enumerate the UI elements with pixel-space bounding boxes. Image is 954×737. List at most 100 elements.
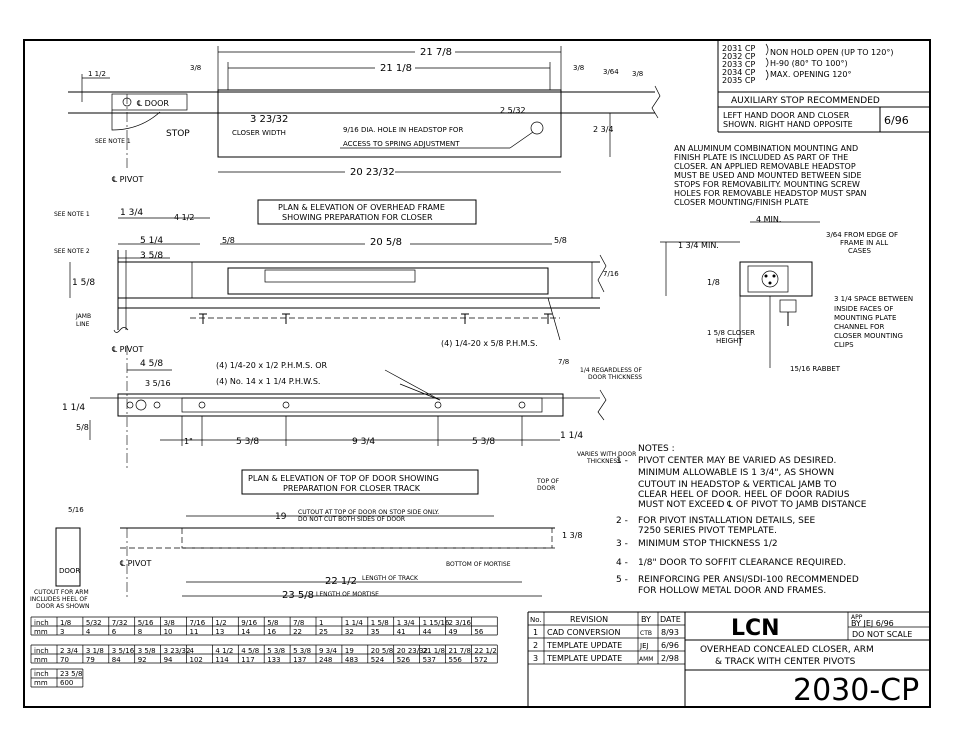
dim-5-16: 5/16 <box>68 506 84 514</box>
conv-cell-0-3: 5/16 <box>138 619 154 627</box>
note-5-line-2: FOR HOLLOW METAL DOOR AND FRAMES. <box>638 586 826 596</box>
conv-cell-2-13: 20 23/32 <box>397 647 428 655</box>
conv-cell-3-2: 84 <box>112 656 121 664</box>
cutout-note-1: CUTOUT AT TOP OF DOOR ON STOP SIDE ONLY. <box>298 509 439 516</box>
dim-1-inch: 1" <box>184 437 193 446</box>
door-view: ℄ PIVOT (4) 1/4-20 x 1/2 P.H.M.S. OR (4)… <box>62 345 642 470</box>
pivot-label-track: ℄ PIVOT <box>120 559 151 568</box>
notes-title: NOTES : <box>638 444 675 454</box>
track-view: PLAN & ELEVATION OF TOP OF DOOR SHOWING … <box>30 469 583 610</box>
finish-plate-note: AN ALUMINUM COMBINATION MOUNTING AND FIN… <box>674 144 867 207</box>
space-note-6: CLIPS <box>834 341 854 349</box>
dim-1-1-4-b: 1 1/4 <box>560 431 583 441</box>
note-2-num: 2 - <box>616 516 628 526</box>
conv-cell-1-15: 49 <box>449 628 458 636</box>
conv-cell-1-6: 13 <box>215 628 224 636</box>
note-5-num: 5 - <box>616 575 628 585</box>
closer-height-2: HEIGHT <box>716 337 743 345</box>
conv-cell-2-6: 4 1/2 <box>215 647 233 655</box>
rev-3-no: 3 <box>533 654 538 663</box>
cutout-arm-3: DOOR AS SHOWN <box>36 603 89 610</box>
conv-cell-1-12: 35 <box>371 628 380 636</box>
model-note-2: H-90 (80° TO 100°) <box>770 59 848 68</box>
see-note-2-frame: SEE NOTE 2 <box>54 248 90 255</box>
conv-cell-3-15: 556 <box>449 656 463 664</box>
rev-header-no: No. <box>530 616 542 624</box>
conv-cell-2-1: 3 1/8 <box>86 647 104 655</box>
note-2-line-1: FOR PIVOT INSTALLATION DETAILS, SEE <box>638 516 816 526</box>
note-1-line-1: PIVOT CENTER MAY BE VARIED AS DESIRED. <box>638 456 836 466</box>
conv-cell-2-0: 2 3/4 <box>60 647 78 655</box>
conv-label-1: mm <box>34 628 48 636</box>
dim-2-3-4: 2 3/4 <box>593 125 614 134</box>
rabbet-label: 15/16 RABBET <box>790 365 841 373</box>
dim-right-3-8: 3/8 <box>573 64 584 72</box>
conv-cell-1-2: 6 <box>112 628 117 636</box>
conv-cell-1-7: 14 <box>241 628 250 636</box>
rev-header-revision: REVISION <box>570 615 608 624</box>
title-block: LCN APP BY JEJ 6/96 DO NOT SCALE OVERHEA… <box>685 612 930 708</box>
space-note-5: CLOSER MOUNTING <box>834 332 903 340</box>
conv-cell-0-12: 1 5/8 <box>371 619 389 627</box>
track-title-1: PLAN & ELEVATION OF TOP OF DOOR SHOWING <box>248 474 439 483</box>
aux-stop-note: AUXILIARY STOP RECOMMENDED <box>731 96 880 106</box>
conv-cell-1-10: 25 <box>319 628 328 636</box>
dim-4-min: 4 MIN. <box>756 215 781 224</box>
conv-cell-3-7: 117 <box>241 656 254 664</box>
screw-note-1: (4) 1/4-20 x 1/2 P.H.M.S. OR <box>216 361 328 370</box>
door-cl-label: ℄ DOOR <box>137 99 169 108</box>
conv-cell-2-5: 4 <box>190 647 195 655</box>
finish-note-4: MUST BE USED AND MOUNTED BETWEEN SIDE <box>674 171 862 180</box>
dim-4-1-2: 4 1/2 <box>174 213 195 222</box>
rev-3-rev: TEMPLATE UPDATE <box>546 654 622 663</box>
length-track-label: LENGTH OF TRACK <box>362 575 419 582</box>
conv-cell-0-5: 7/16 <box>190 619 206 627</box>
model-2035: 2035 CP <box>722 76 755 85</box>
see-note-1-frame: SEE NOTE 1 <box>54 211 90 218</box>
door-label-track: DOOR <box>59 567 80 575</box>
model-2031: 2031 CP <box>722 44 755 53</box>
dim-1-3-8: 1 3/8 <box>562 531 583 540</box>
app-label: APP <box>851 614 863 621</box>
hand-date: 6/96 <box>884 114 909 127</box>
dim-1-1-4: 1 1/4 <box>62 403 85 413</box>
rev-header-date: DATE <box>660 615 681 624</box>
note-3-num: 3 - <box>616 539 628 549</box>
hole-note-1: 9/16 DIA. HOLE IN HEADSTOP FOR <box>343 126 463 134</box>
finish-note-3: CLOSER. AN APPLIED REMOVABLE HEADSTOP <box>674 162 856 171</box>
dim-20-5-8: 20 5/8 <box>370 237 402 248</box>
lcn-logo: LCN <box>731 616 780 641</box>
rev-2-date: 6/96 <box>661 641 679 650</box>
conv-label-row3-mm: mm <box>34 679 48 687</box>
dim-21-7-8: 21 7/8 <box>420 47 452 58</box>
top-of-door-1: TOP OF <box>536 478 560 485</box>
space-note-3: MOUNTING PLATE <box>834 314 896 322</box>
conv-cell-3-10: 248 <box>319 656 332 664</box>
dim-23-5-8: 23 5/8 <box>282 590 314 601</box>
rev-1-by: CTB <box>640 630 652 637</box>
conv-cell-1-9: 22 <box>293 628 302 636</box>
notes-block: NOTES : 1 - PIVOT CENTER MAY BE VARIED A… <box>616 444 867 596</box>
approved-by: BY JEJ 6/96 <box>851 619 894 628</box>
see-note-1-top: SEE NOTE 1 <box>95 138 131 145</box>
description-1: OVERHEAD CONCEALED CLOSER, ARM <box>700 645 874 655</box>
finish-note-1: AN ALUMINUM COMBINATION MOUNTING AND <box>674 144 858 153</box>
cutout-arm-1: CUTOUT FOR ARM <box>34 589 89 596</box>
conv-cell-3-16: 572 <box>474 656 487 664</box>
conv-cell-0-11: 1 1/4 <box>345 619 363 627</box>
section-view: 4 MIN. 3/64 FROM EDGE OF FRAME IN ALL CA… <box>660 215 913 373</box>
rev-1-date: 8/93 <box>661 628 679 637</box>
jamb-line-1: JAMB <box>75 313 91 320</box>
conv-cell-row3-mm: 600 <box>60 679 73 687</box>
conv-cell-2-12: 20 5/8 <box>371 647 393 655</box>
regardless-1: 1/4 REGARDLESS OF <box>580 367 642 374</box>
conv-cell-2-3: 3 5/8 <box>138 647 156 655</box>
conv-cell-0-15: 2 3/16 <box>449 619 472 627</box>
conv-cell-2-9: 5 3/8 <box>293 647 311 655</box>
hole-note-2: ACCESS TO SPRING ADJUSTMENT <box>343 140 460 148</box>
finish-note-2: FINISH PLATE IS INCLUDED AS PART OF THE <box>674 153 848 162</box>
conv-label-0: inch <box>34 619 49 627</box>
dim-20-23-32: 20 23/32 <box>350 167 395 178</box>
conv-cell-3-1: 79 <box>86 656 95 664</box>
hand-note-1: LEFT HAND DOOR AND CLOSER <box>723 111 850 120</box>
